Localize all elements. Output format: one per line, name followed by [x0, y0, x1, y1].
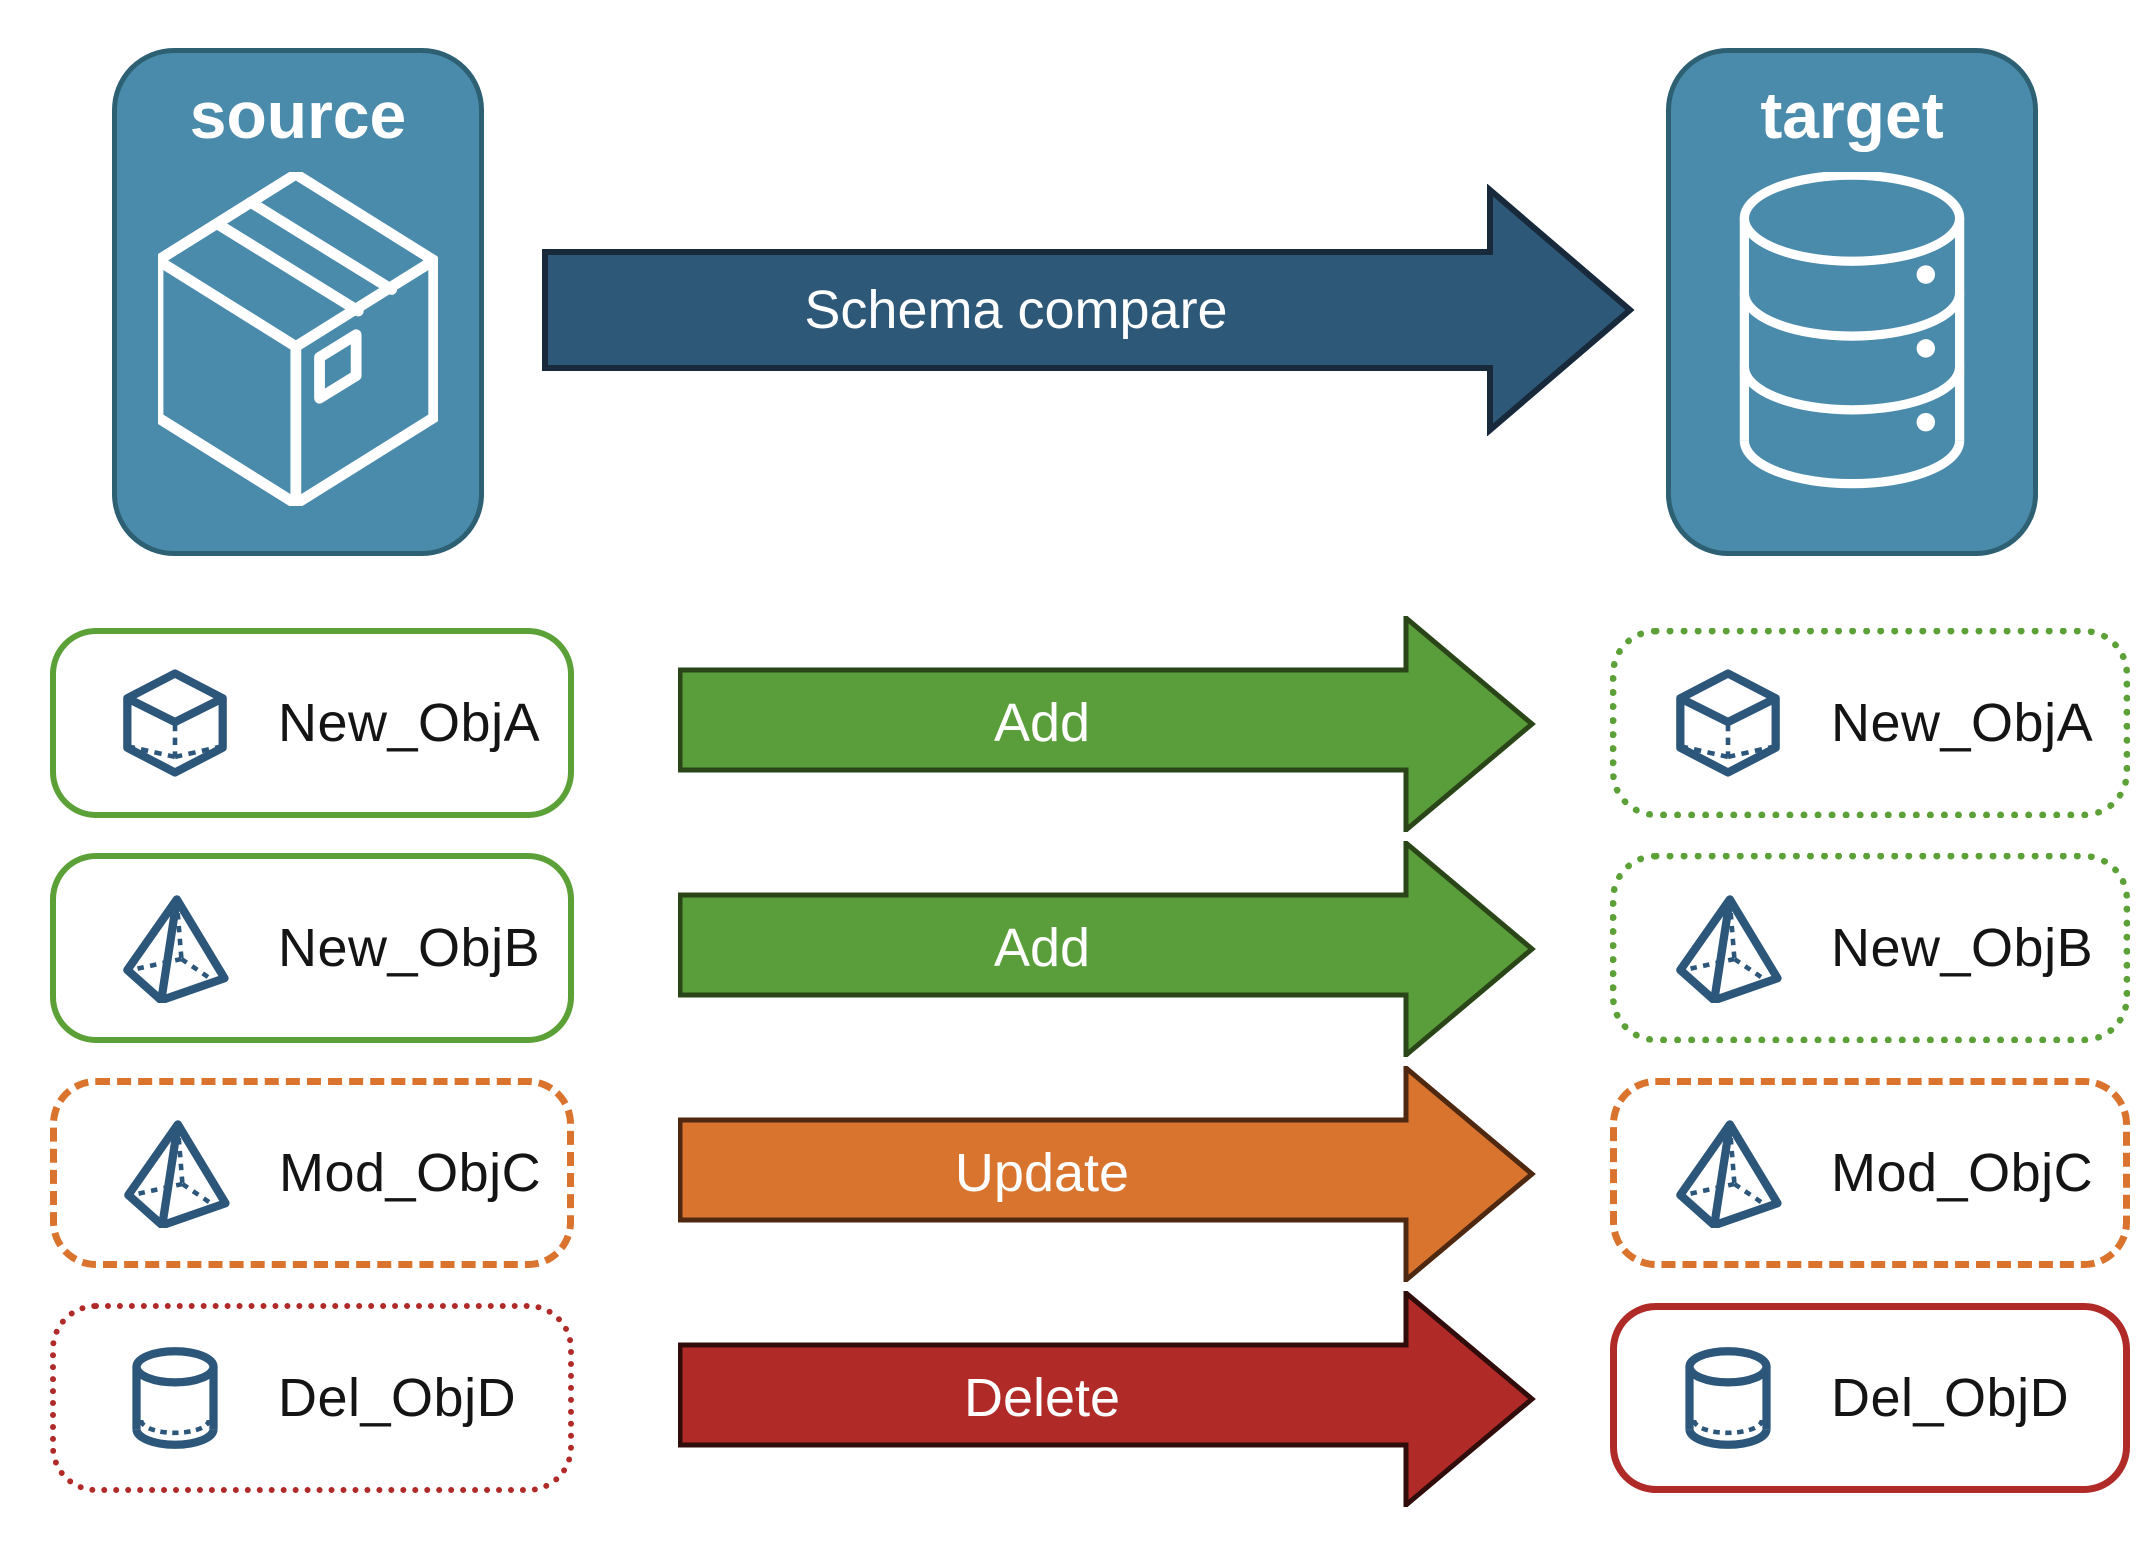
add-arrow: [678, 841, 1536, 1057]
update-arrow: [678, 1066, 1536, 1282]
source-panel: source: [112, 48, 484, 556]
diff-row-new-obja: New_ObjA Add New_ObjA: [0, 616, 2150, 832]
diff-row-new-objb: New_ObjB Add New_ObjB: [0, 841, 2150, 1057]
object-label: Del_ObjD: [278, 1368, 517, 1428]
delete-arrow-label: Delete: [963, 1368, 1121, 1428]
add-arrow-label: Add: [993, 693, 1091, 753]
cylinder-icon: [1673, 1343, 1783, 1453]
update-arrow-label: Update: [954, 1143, 1130, 1203]
delete-arrow: [678, 1291, 1536, 1507]
cube-icon: [120, 668, 230, 778]
diff-row-del-objd: Del_ObjD Delete Del_ObjD: [0, 1291, 2150, 1507]
target-object-new-obja: New_ObjA: [1610, 628, 2130, 818]
object-label: Mod_ObjC: [1831, 1143, 2094, 1203]
object-label: New_ObjB: [278, 918, 541, 978]
diff-row-mod-objc: Mod_ObjC Update Mod_ObjC: [0, 1066, 2150, 1282]
source-object-mod-objc: Mod_ObjC: [50, 1078, 574, 1268]
source-panel-title: source: [189, 78, 407, 152]
target-panel: target: [1666, 48, 2038, 556]
pyramid-icon: [121, 1118, 231, 1228]
cylinder-icon: [120, 1343, 230, 1453]
source-object-del-objd: Del_ObjD: [50, 1303, 574, 1493]
pyramid-icon: [1673, 893, 1783, 1003]
add-arrow: [678, 616, 1536, 832]
object-label: Del_ObjD: [1831, 1368, 2070, 1428]
source-object-new-obja: New_ObjA: [50, 628, 574, 818]
schema-compare-arrow-shape: [542, 184, 1635, 436]
target-panel-title: target: [1760, 78, 1944, 152]
schema-compare-arrow: [542, 184, 1635, 436]
add-arrow-label: Add: [993, 918, 1091, 978]
pyramid-icon: [120, 893, 230, 1003]
package-icon: [158, 171, 438, 506]
object-label: New_ObjB: [1831, 918, 2094, 978]
target-object-del-objd: Del_ObjD: [1610, 1303, 2130, 1493]
pyramid-icon: [1673, 1118, 1783, 1228]
cube-icon: [1673, 668, 1783, 778]
target-object-mod-objc: Mod_ObjC: [1610, 1078, 2130, 1268]
schema-compare-label: Schema compare: [804, 280, 1228, 340]
object-label: Mod_ObjC: [279, 1143, 542, 1203]
target-object-new-objb: New_ObjB: [1610, 853, 2130, 1043]
database-icon: [1739, 171, 1965, 488]
object-label: New_ObjA: [1831, 693, 2094, 753]
source-object-new-objb: New_ObjB: [50, 853, 574, 1043]
object-label: New_ObjA: [278, 693, 541, 753]
